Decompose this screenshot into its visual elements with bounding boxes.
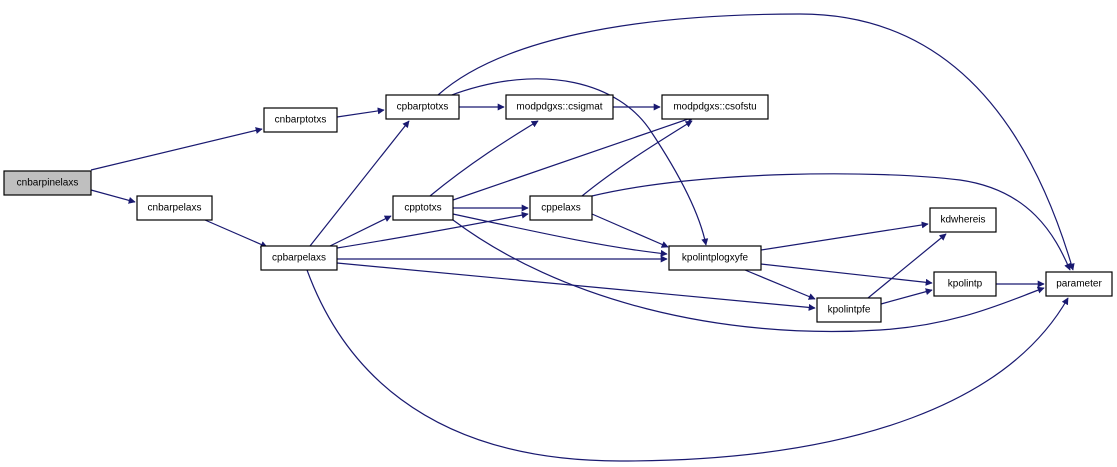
node-label: cppelaxs	[541, 203, 580, 214]
node-label: cpbarpelaxs	[272, 253, 326, 264]
edge-cpbarpelaxs-to-parameter	[306, 269, 1069, 462]
node-box	[260, 245, 338, 271]
node-box	[263, 107, 338, 133]
node-box	[136, 195, 213, 221]
edge-kpolintplogxyfe-to-kdwhereis	[760, 221, 929, 251]
node-label: modpdgxs::csofstu	[673, 102, 756, 113]
edge-line	[452, 219, 1045, 333]
node-box	[933, 271, 997, 297]
node-cpbarpelaxs[interactable]: cpbarpelaxs	[260, 245, 338, 271]
edge-cpptotxs-to-kpolintplogxyfe	[452, 213, 668, 257]
edge-cpbarptotxs-to-parameter	[437, 13, 1075, 271]
edge-cppelaxs-to-parameter	[591, 173, 1071, 271]
edge-line	[336, 262, 816, 311]
edge-line	[581, 120, 693, 197]
edge-cppelaxs-to-kpolintplogxyfe	[591, 213, 669, 248]
node-cnbarpelaxs[interactable]: cnbarpelaxs	[136, 195, 213, 221]
edge-line	[204, 219, 268, 248]
node-box	[929, 207, 997, 233]
edge-line	[336, 211, 529, 249]
node-cnbarpinelaxs[interactable]: cnbarpinelaxs	[3, 170, 92, 196]
edge-cpbarpelaxs-to-cpptotxs	[329, 215, 392, 247]
node-box	[661, 94, 769, 120]
edge-line	[309, 120, 410, 247]
node-label: cpptotxs	[404, 203, 441, 214]
edge-line	[744, 269, 816, 300]
node-box	[392, 195, 454, 221]
edge-cpptotxs-to-csofstu	[452, 115, 695, 201]
edge-cnbarpinelaxs-to-cnbarptotxs	[90, 127, 263, 171]
edge-cpbarpelaxs-to-kpolintpfe	[336, 262, 816, 311]
edge-kpolintpfe-to-kdwhereis	[867, 233, 947, 299]
edge-line	[306, 269, 1069, 462]
edge-cpptotxs-to-csigmat	[429, 120, 539, 197]
node-label: cnbarpinelaxs	[17, 178, 79, 189]
nodes-layer: cnbarpinelaxs cnbarptotxs cnbarpelaxs cpbar…	[3, 94, 1113, 323]
node-box	[816, 297, 882, 323]
edge-cpbarpelaxs-to-cpbarptotxs	[309, 120, 410, 247]
edge-cnbarptotxs-to-cpbarptotxs	[336, 107, 385, 118]
edge-line	[448, 78, 709, 246]
node-label: kdwhereis	[940, 215, 985, 226]
node-label: kpolintp	[948, 279, 983, 290]
edge-line	[452, 213, 668, 257]
edge-line	[591, 213, 669, 248]
edge-line	[591, 173, 1071, 271]
edge-kpolintplogxyfe-to-kpolintp	[760, 263, 933, 286]
edge-line	[329, 215, 392, 247]
node-label: kpolintplogxyfe	[682, 253, 749, 264]
edge-cpbarpelaxs-to-cppelaxs	[336, 211, 529, 249]
node-label: cnbarptotxs	[275, 115, 327, 126]
node-box	[385, 94, 460, 120]
edge-cnbarpinelaxs-to-cnbarpelaxs	[90, 189, 136, 204]
edge-line	[880, 288, 933, 305]
edge-line	[336, 107, 385, 118]
edge-line	[760, 263, 933, 286]
node-parameter[interactable]: parameter	[1045, 271, 1113, 297]
node-kdwhereis[interactable]: kdwhereis	[929, 207, 997, 233]
node-label: parameter	[1056, 279, 1102, 290]
node-cpptotxs[interactable]: cpptotxs	[392, 195, 454, 221]
node-box	[668, 245, 762, 271]
edge-line	[867, 233, 947, 299]
node-cpbarptotxs[interactable]: cpbarptotxs	[385, 94, 460, 120]
node-csigmat[interactable]: modpdgxs::csigmat	[505, 94, 614, 120]
node-box	[1045, 271, 1113, 297]
node-label: modpdgxs::csigmat	[516, 102, 602, 113]
node-box	[529, 195, 593, 221]
edge-line	[452, 115, 695, 201]
node-label: kpolintpfe	[828, 305, 871, 316]
edge-line	[760, 221, 929, 251]
node-kpolintp[interactable]: kpolintp	[933, 271, 997, 297]
node-box	[3, 170, 92, 196]
node-box	[505, 94, 614, 120]
edge-cpbarptotxs-to-kpolintplogxyfe	[448, 78, 709, 246]
edge-line	[90, 127, 263, 171]
edge-line	[429, 120, 539, 197]
node-cppelaxs[interactable]: cppelaxs	[529, 195, 593, 221]
edge-cppelaxs-to-csofstu	[581, 120, 693, 197]
node-csofstu[interactable]: modpdgxs::csofstu	[661, 94, 769, 120]
node-kpolintplogxyfe[interactable]: kpolintplogxyfe	[668, 245, 762, 271]
edge-cnbarpelaxs-to-cpbarpelaxs	[204, 219, 268, 248]
node-kpolintpfe[interactable]: kpolintpfe	[816, 297, 882, 323]
node-label: cnbarpelaxs	[148, 203, 202, 214]
node-cnbarptotxs[interactable]: cnbarptotxs	[263, 107, 338, 133]
edge-cpptotxs-to-parameter	[452, 219, 1045, 333]
edge-kpolintpfe-to-kpolintp	[880, 288, 933, 305]
edge-kpolintplogxyfe-to-kpolintpfe	[744, 269, 816, 300]
edge-line	[90, 189, 136, 204]
edges-layer	[90, 13, 1075, 462]
edge-line	[437, 13, 1075, 271]
node-label: cpbarptotxs	[397, 102, 449, 113]
